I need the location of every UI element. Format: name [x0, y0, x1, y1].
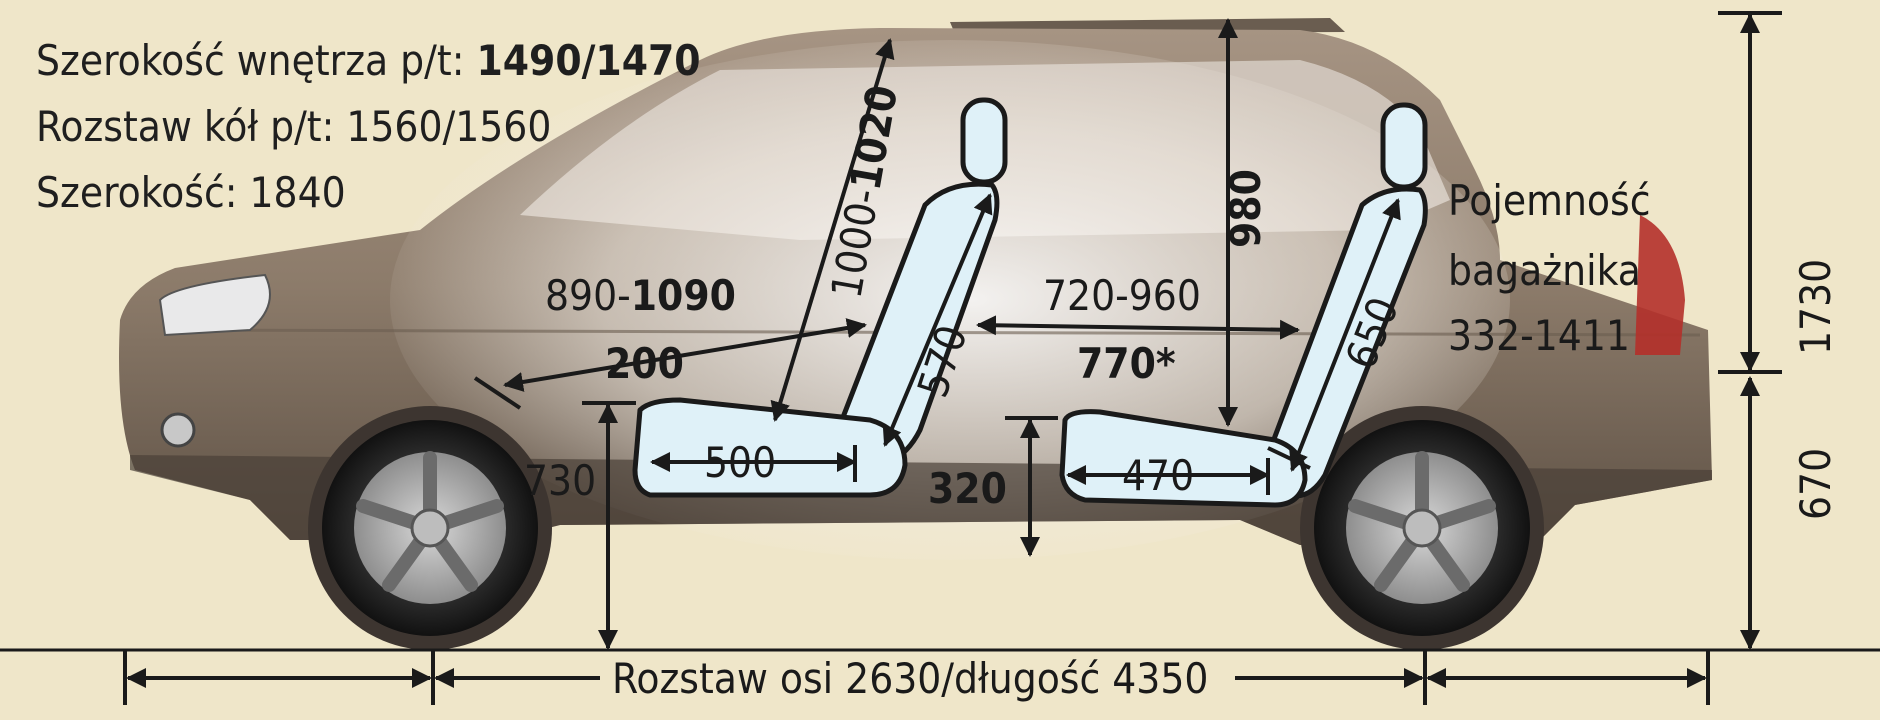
- track-spec: Rozstaw kół p/t: 1560/1560: [36, 102, 551, 151]
- rear-backrest-arrow: [1289, 198, 1401, 472]
- front-headrest: [960, 97, 1008, 185]
- interior-width-spec: Szerokość wnętrza p/t: 1490/1470: [36, 36, 701, 85]
- trunk-label-line1: Pojemność: [1448, 176, 1651, 225]
- width-label: Szerokość:: [36, 168, 238, 217]
- rear-seat-height-label: 320: [928, 464, 1007, 513]
- rear-seat-depth-label: 470: [1122, 451, 1194, 500]
- front-seat-step-label: 200: [605, 339, 684, 388]
- interior-width-label: Szerokość wnętrza p/t:: [36, 36, 465, 85]
- rear-legroom-arrow: [976, 315, 1300, 340]
- track-label: Rozstaw kół p/t:: [36, 102, 335, 151]
- headlight: [158, 273, 271, 337]
- dimension-lines: [0, 11, 1880, 705]
- track-value: 1560/1560: [346, 102, 552, 151]
- interior-width-value: 1490/1470: [476, 36, 701, 85]
- width-value: 1840: [249, 168, 346, 217]
- front-seat-depth-label: 500: [704, 438, 776, 487]
- front-hip-height-label: 730: [524, 456, 596, 505]
- fog-light: [160, 412, 196, 448]
- trunk-label-line2: bagażnika: [1448, 246, 1641, 295]
- front-wheel: [308, 406, 552, 650]
- tail-light: [1635, 215, 1685, 355]
- trunk-label-line3: 332-1411: [1448, 311, 1630, 360]
- front-legroom-label: 890-1090: [545, 271, 736, 320]
- rear-headroom-label: 980: [1221, 169, 1270, 248]
- rear-legroom-label: 720-960: [1043, 271, 1201, 320]
- rear-headrest: [1380, 102, 1428, 190]
- front-legroom-arrow: [503, 318, 867, 392]
- width-spec: Szerokość: 1840: [36, 168, 346, 217]
- wheelbase-length-label: Rozstaw osi 2630/długość 4350: [612, 654, 1208, 703]
- rear-legroom-avg-label: 770*: [1077, 339, 1176, 388]
- rear-wheel: [1300, 406, 1544, 650]
- overall-height-label: 1730: [1791, 259, 1840, 355]
- floor-height-label: 670: [1791, 448, 1840, 520]
- front-backrest-arrow: [882, 193, 993, 447]
